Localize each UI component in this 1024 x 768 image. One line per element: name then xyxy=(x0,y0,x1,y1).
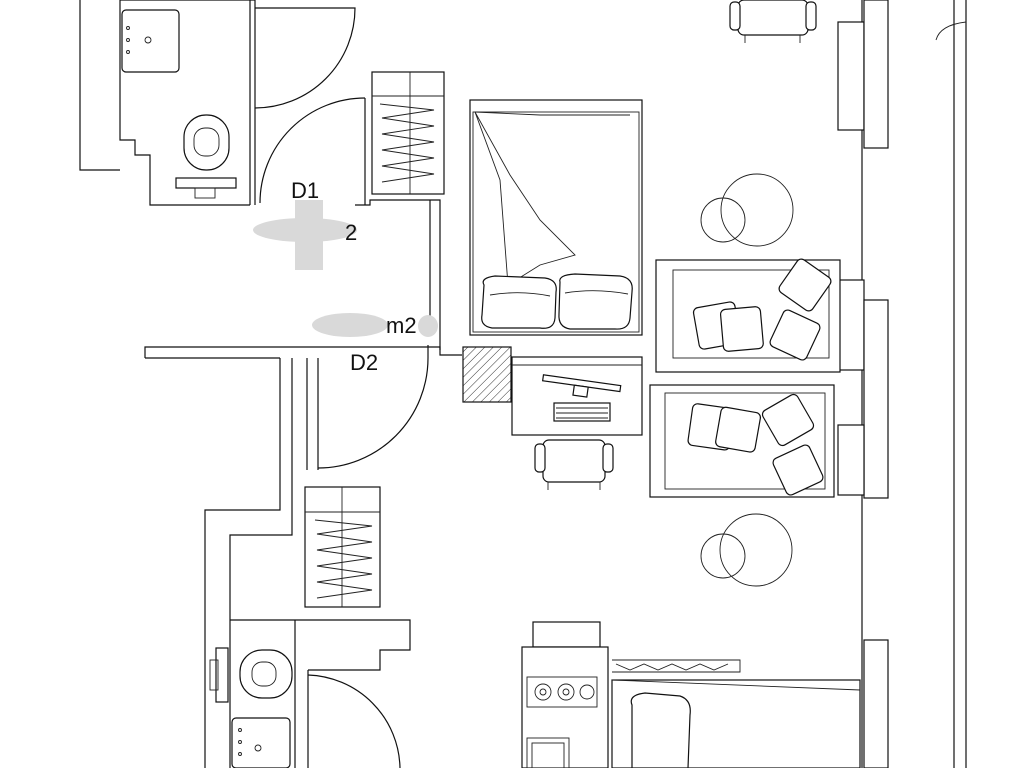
room-label-d2: D2 xyxy=(350,350,378,375)
room-label-group-d1: D1 2 xyxy=(253,178,357,270)
room-area-fragment-upper: 2 xyxy=(345,220,357,245)
redaction-mark xyxy=(295,200,323,270)
wardrobe-lower xyxy=(304,486,381,608)
kitchen-sink-icon xyxy=(526,737,570,768)
stove-icon xyxy=(526,676,598,708)
desk-chair-icon xyxy=(534,439,614,490)
desk xyxy=(511,356,643,436)
ceiling-light-icon xyxy=(700,173,794,247)
redaction-mark xyxy=(312,313,388,337)
bed-lower xyxy=(611,659,861,768)
ceiling-light-icon xyxy=(700,513,793,587)
pillow-icon xyxy=(481,275,557,329)
monitor-icon xyxy=(541,374,622,398)
room-label-group-d2: m2 D2 xyxy=(312,313,438,375)
upper-bathroom xyxy=(79,0,356,206)
structural-column xyxy=(462,346,512,403)
bathroom-door-swing xyxy=(307,674,401,768)
redaction-mark xyxy=(418,315,438,337)
door-d1 xyxy=(259,97,366,205)
lower-bathroom xyxy=(209,618,411,768)
double-bed-upper xyxy=(469,99,643,336)
kitchenette xyxy=(521,621,609,768)
sofa-lower xyxy=(649,384,835,498)
door-d2 xyxy=(317,345,429,469)
wardrobe-upper xyxy=(355,71,445,350)
sofa-upper xyxy=(655,258,841,373)
sink-icon xyxy=(231,717,291,768)
toilet-icon xyxy=(175,114,237,199)
exterior-wall-right xyxy=(837,0,967,768)
toilet-icon xyxy=(209,647,293,703)
bathroom-door-swing xyxy=(254,7,356,109)
pillow-icon xyxy=(630,692,691,768)
pillow-icon xyxy=(558,273,633,330)
corridor-walls xyxy=(144,346,462,768)
sink-icon xyxy=(121,9,180,73)
chair-icon xyxy=(729,0,817,43)
room-area-fragment-lower: m2 xyxy=(386,313,417,338)
keyboard-icon xyxy=(553,402,611,422)
room-label-d1: D1 xyxy=(291,178,319,203)
